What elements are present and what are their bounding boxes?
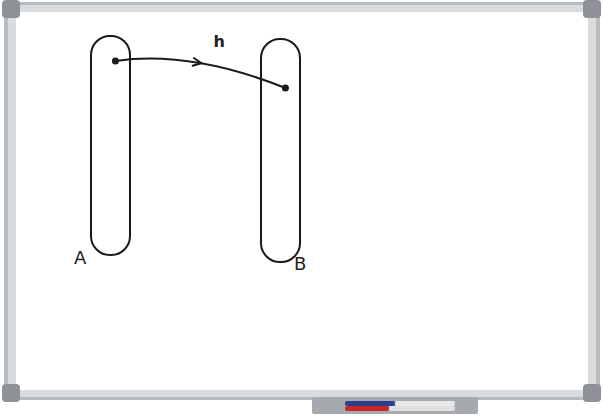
frame-outer <box>4 2 600 400</box>
frame-corner <box>2 384 20 402</box>
frame-corner <box>2 0 20 18</box>
marker-tray <box>312 397 478 414</box>
marker-pen <box>395 401 455 406</box>
frame-aluminium <box>8 5 596 397</box>
marker-pen <box>345 406 389 411</box>
set-label: A <box>74 249 86 267</box>
board-surface <box>16 12 588 390</box>
set-oval: B <box>260 38 301 263</box>
arrow-head <box>193 58 202 66</box>
mapping-arrow <box>112 58 289 92</box>
marker-pen <box>389 406 455 411</box>
set-oval: A <box>90 35 131 256</box>
set-label: B <box>294 255 306 273</box>
marker-pen <box>345 401 395 406</box>
map-label: h <box>213 34 226 50</box>
frame-corner <box>583 0 601 18</box>
element-dot <box>282 85 289 92</box>
element-dot <box>112 58 119 65</box>
frame-corner <box>583 384 601 402</box>
